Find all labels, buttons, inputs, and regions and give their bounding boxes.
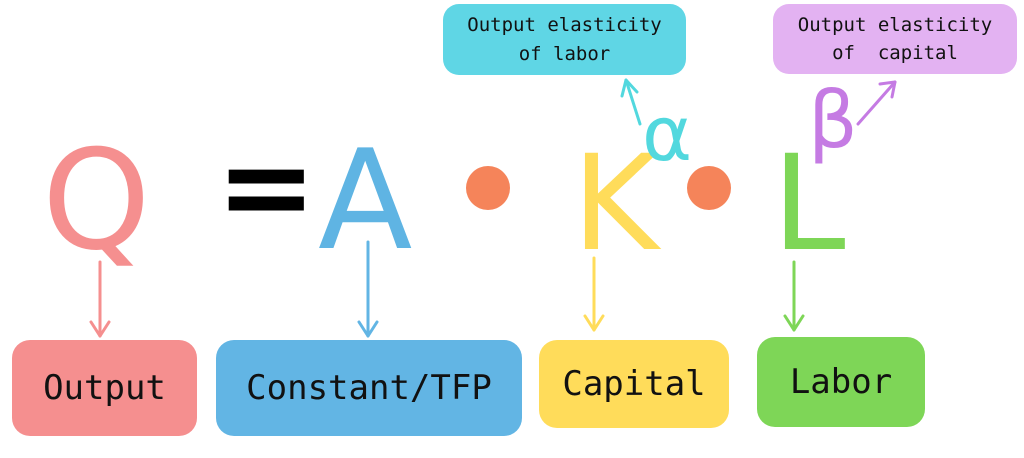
- multiply-dot-icon: [687, 166, 731, 210]
- tfp-arrow-icon: [357, 240, 379, 338]
- capital-symbol: K: [572, 127, 659, 281]
- output-arrow-icon: [89, 260, 111, 338]
- equals-sign: =: [216, 118, 317, 257]
- labor-symbol: L: [772, 127, 846, 281]
- output-symbol: Q: [42, 120, 151, 281]
- beta-exponent: β: [808, 76, 858, 166]
- tfp-symbol: A: [318, 120, 413, 281]
- labor-arrow-icon: [783, 260, 805, 332]
- alpha-exponent: α: [642, 89, 693, 178]
- labor-elasticity-line1: Output elasticity: [467, 14, 662, 36]
- capital-arrow-icon: [583, 256, 605, 332]
- alpha-arrow-icon: [620, 78, 642, 126]
- multiply-dot-icon: [466, 166, 510, 210]
- labor-elasticity-line2: of labor: [518, 42, 611, 65]
- capital-elasticity-line1: Output elasticity: [797, 13, 993, 36]
- capital-elasticity-line2: of capital: [832, 42, 958, 64]
- tfp-label: Constant/TFP: [216, 340, 522, 436]
- beta-arrow-icon: [856, 80, 897, 126]
- capital-elasticity-note: Output elasticity of capital: [773, 4, 1017, 74]
- labor-label: Labor: [757, 337, 925, 427]
- labor-elasticity-note: Output elasticity of labor: [443, 4, 686, 75]
- capital-label: Capital: [539, 340, 729, 428]
- output-label: Output: [12, 340, 197, 436]
